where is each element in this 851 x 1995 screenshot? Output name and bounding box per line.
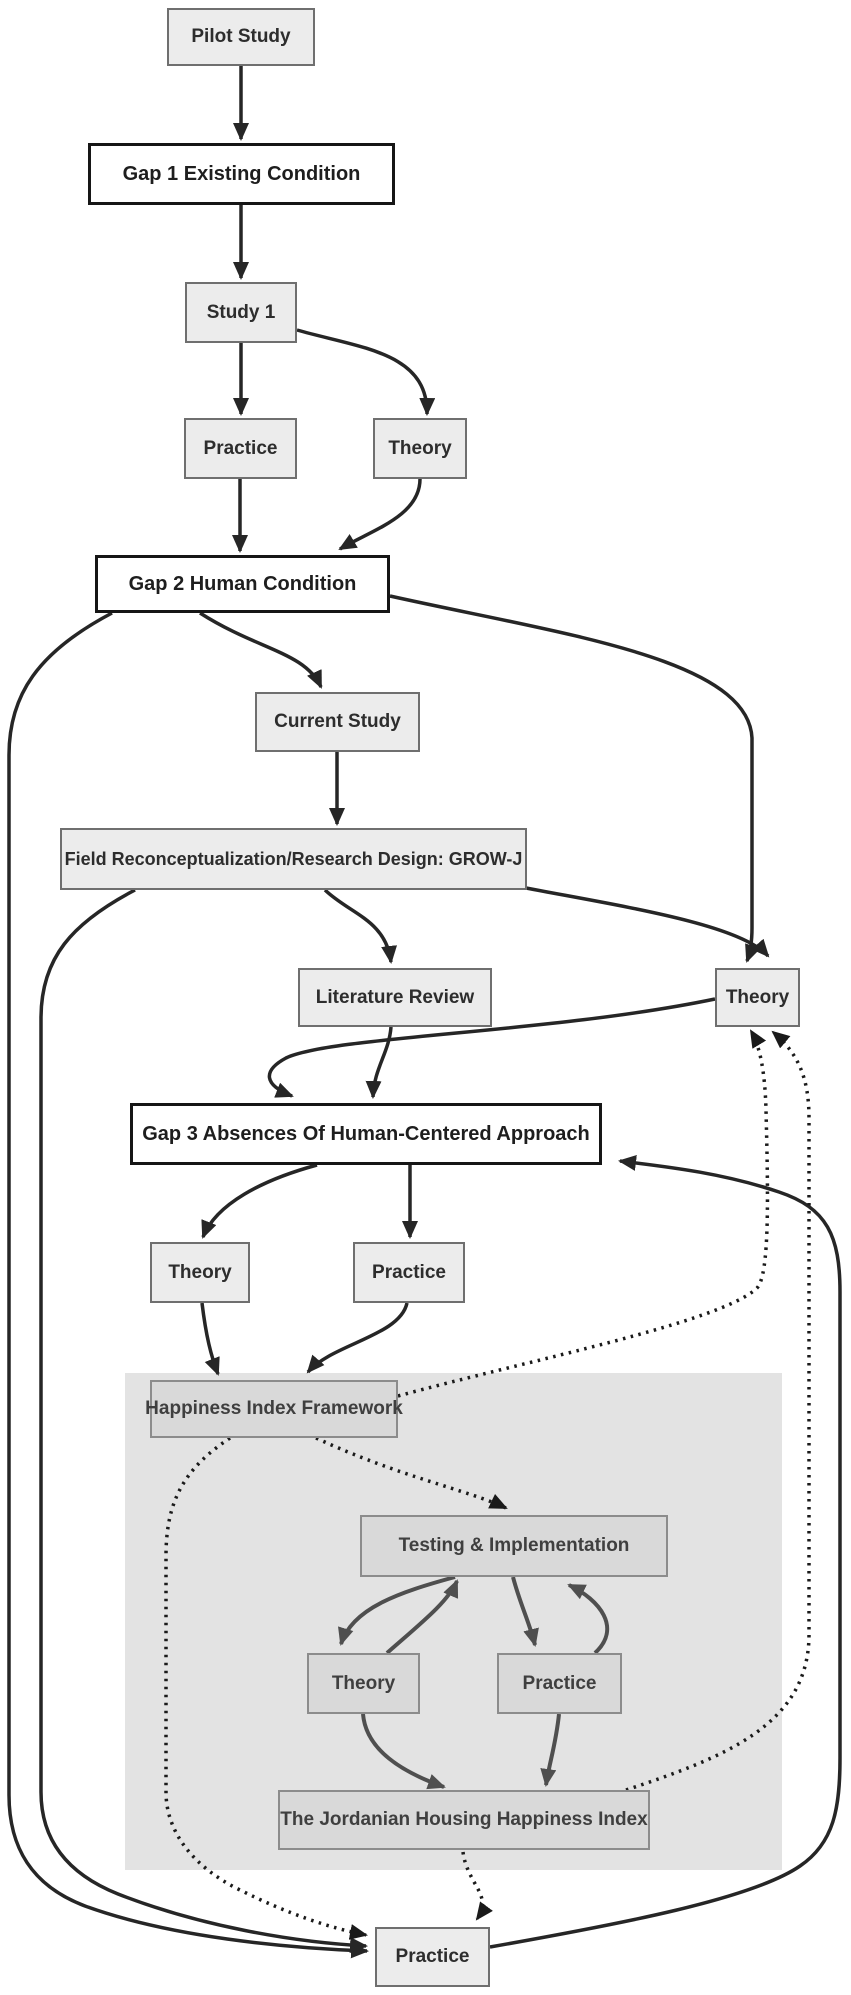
edge-field-recon-to-theory-right xyxy=(525,886,770,958)
node-theory-inner: Theory xyxy=(307,1653,420,1714)
node-practice-level1: Practice xyxy=(184,418,297,479)
node-practice-inner: Practice xyxy=(497,1653,622,1714)
node-literature-review: Literature Review xyxy=(298,968,492,1027)
edge-field-recon-to-literature-review xyxy=(323,888,398,964)
edge-gap2-to-theory-right xyxy=(389,594,761,963)
node-study1: Study 1 xyxy=(185,282,297,343)
edge-gap2-to-current-study xyxy=(199,611,323,689)
node-practice-bottom: Practice xyxy=(375,1927,490,1987)
node-gap1-existing-condition: Gap 1 Existing Condition xyxy=(88,143,395,205)
node-pilot-study: Pilot Study xyxy=(167,8,315,66)
edge-practice3-to-happiness-framework xyxy=(306,1302,409,1374)
node-current-study: Current Study xyxy=(255,692,420,752)
node-gap2-human-condition: Gap 2 Human Condition xyxy=(95,555,390,613)
edge-theory3-to-happiness-framework xyxy=(200,1302,220,1376)
edge-study1-to-theory1 xyxy=(296,328,436,416)
node-practice-level3: Practice xyxy=(353,1242,465,1303)
node-theory-level3: Theory xyxy=(150,1242,250,1303)
node-gap3-absences: Gap 3 Absences Of Human-Centered Approac… xyxy=(130,1103,602,1165)
node-theory-level1: Theory xyxy=(373,418,467,479)
node-field-reconceptualization: Field Reconceptualization/Research Desig… xyxy=(60,828,527,890)
edge-gap3-to-theory3 xyxy=(201,1163,318,1239)
node-testing-implementation: Testing & Implementation xyxy=(360,1515,668,1577)
node-happiness-index-framework: Happiness Index Framework xyxy=(145,1380,403,1438)
edge-happiness-framework-to-theory-right-dotted xyxy=(397,1029,770,1398)
node-theory-right: Theory xyxy=(715,968,800,1027)
edge-literature-review-to-gap3 xyxy=(365,1026,393,1099)
node-jordanian-housing-happiness-index: The Jordanian Housing Happiness Index xyxy=(278,1790,650,1850)
edge-theory1-to-gap2 xyxy=(338,478,422,551)
